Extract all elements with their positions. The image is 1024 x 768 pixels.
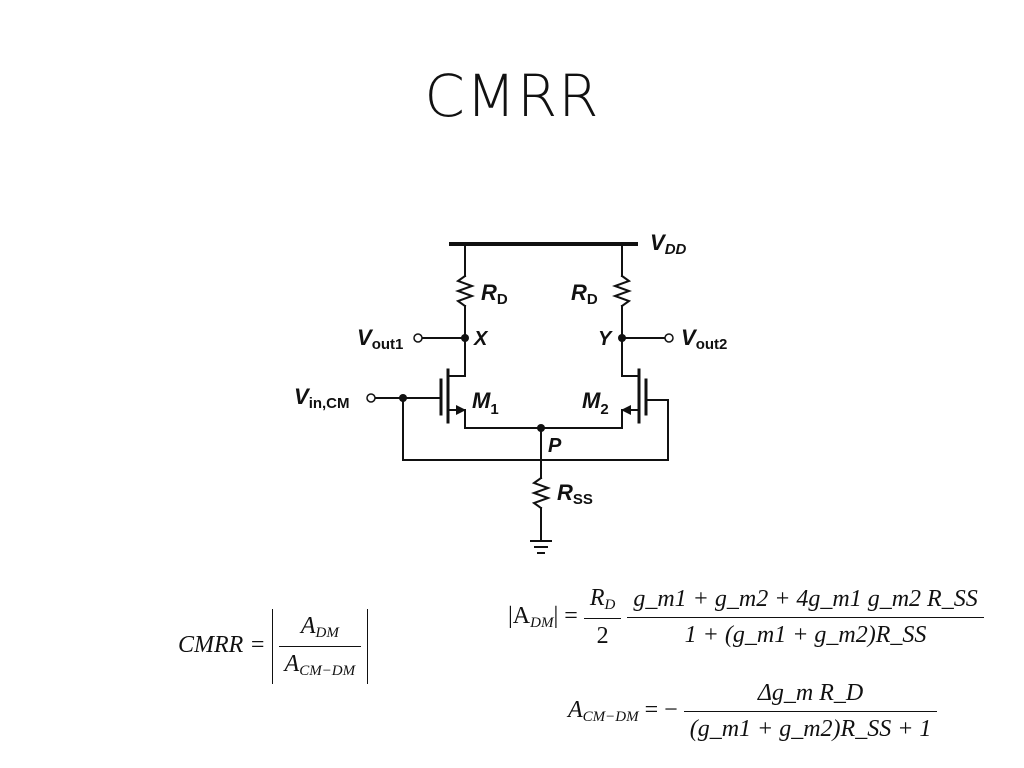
vout2-label: Vout2 [681,325,727,353]
rd-right-label: RD [571,280,598,308]
cmrr-equation: CMRR = ADM ACM−DM [178,609,369,684]
acm-equation: ACM−DM = − Δg_m R_D (g_m1 + g_m2)R_SS + … [568,680,938,743]
node-y-label: Y [598,328,613,350]
gate-junction-dot [399,394,407,402]
m2-label: M2 [582,388,609,418]
m2-arrow [621,405,631,415]
node-x-dot [461,334,469,342]
vout2-terminal [664,333,674,343]
m1-arrow [456,405,466,415]
vout1-label: Vout1 [357,325,403,353]
rss-label: RSS [557,480,593,508]
slide-title: CMRR [424,62,600,130]
rd-right-resistor [612,274,632,308]
vin-label: Vin,CM [294,384,350,412]
rss-resistor [531,476,551,510]
cmrr-abs-fraction: ADM ACM−DM [271,609,369,684]
adm-equation: |ADM| = RD 2 g_m1 + g_m2 + 4g_m1 g_m2 R_… [508,585,984,650]
node-p-dot [537,424,545,432]
adm-fraction-rd: RD 2 [583,585,622,650]
adm-fraction-g: g_m1 + g_m2 + 4g_m1 g_m2 R_SS 1 + (g_m1 … [627,586,984,649]
rd-left-resistor [455,274,475,308]
vin-terminal [366,393,376,403]
rd-left-label: RD [481,280,508,308]
node-x-label: X [473,328,489,350]
node-p-label: P [548,435,562,457]
vout1-terminal [413,333,423,343]
vdd-label: VDD [650,230,687,258]
m1-label: M1 [472,388,499,418]
node-y-dot [618,334,626,342]
acm-fraction: Δg_m R_D (g_m1 + g_m2)R_SS + 1 [683,680,938,743]
